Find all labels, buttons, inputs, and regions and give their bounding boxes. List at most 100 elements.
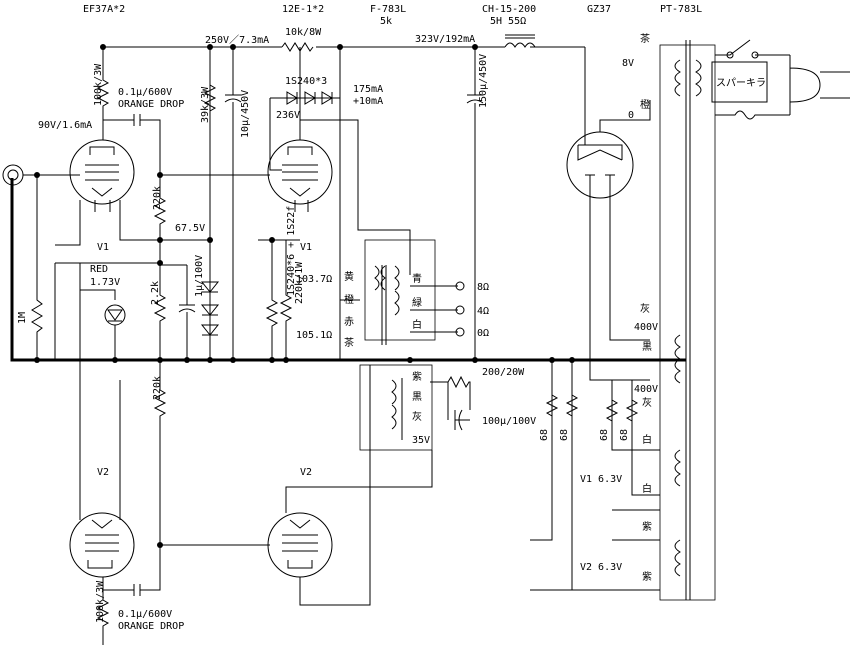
label-c150-450: 150μ/450V <box>478 54 489 108</box>
label-100k-3w-bot: 100k/3W <box>95 580 106 623</box>
label-out-8: 8Ω <box>477 282 489 293</box>
resistor-220k-1w <box>265 240 279 360</box>
label-1s240-3: 1S240*3 <box>285 76 327 87</box>
resistor-68-c <box>605 399 619 422</box>
junctions <box>34 44 575 548</box>
label-ot-grey: 灰 <box>412 410 422 423</box>
label-pt-white-b: 白 <box>642 482 652 495</box>
resistor-1m <box>31 175 43 360</box>
cap-150u-450 <box>466 47 484 360</box>
resistor-68-d <box>625 399 639 422</box>
label-switch: スパーキラ <box>716 77 766 89</box>
label-ot-white: 白 <box>412 318 422 331</box>
label-pt-400v-b: 400V <box>634 384 658 395</box>
label-ot-orange: 橙 <box>344 293 354 306</box>
label-c10-450: 10μ/450V <box>240 90 251 138</box>
power-transformer <box>659 40 716 601</box>
label-ot-purple: 紫 <box>412 371 422 383</box>
tube-v2-ef37a <box>69 512 135 578</box>
label-v2-left: V2 <box>97 467 109 478</box>
label-39k-3w: 39k/3W <box>200 86 211 123</box>
zener-string <box>200 240 220 360</box>
label-ot-green: 緑 <box>412 296 422 309</box>
resistor-220k-b <box>153 360 167 545</box>
label-ot-red: 赤 <box>344 316 354 328</box>
label-220k-a: 220k <box>152 186 163 210</box>
mains-section <box>711 39 850 120</box>
cap-100u-100 <box>447 382 470 431</box>
label-gz37: GZ37 <box>587 4 611 15</box>
label-68-d: 68 <box>619 429 630 441</box>
label-pt-v2-63: V2 6.3V <box>580 562 622 573</box>
cap-1u-100 <box>160 264 196 360</box>
label-out-4: 4Ω <box>477 306 489 317</box>
resistor-10k-8w <box>281 42 314 52</box>
label-pt-8v: 8V <box>622 58 634 69</box>
label-ot-blue: 青 <box>412 272 422 285</box>
label-2k2: 2.2k <box>150 281 161 305</box>
label-led-red: RED <box>90 264 108 275</box>
label-c100-100: 100μ/100V <box>482 416 536 427</box>
label-ef37a: EF37A*2 <box>83 4 125 15</box>
input-jack <box>2 164 80 186</box>
label-c01-top-b: ORANGE DROP <box>118 99 184 110</box>
resistor-2k2 <box>153 240 167 360</box>
label-c01-bot-b: ORANGE DROP <box>118 621 184 632</box>
label-pt-black: 黒 <box>642 341 652 353</box>
label-pt-model: PT-783L <box>660 4 702 15</box>
label-out-0: 0Ω <box>477 328 489 339</box>
label-220k-b: 220k <box>152 376 163 400</box>
ground-bus <box>10 178 686 362</box>
choke <box>504 34 536 48</box>
tube-v2-12e1 <box>267 512 333 578</box>
label-pt-grey2: 灰 <box>642 396 652 409</box>
label-zener: 1S240*6 + 1S22f <box>286 206 297 296</box>
label-12e1: 12E-1*2 <box>282 4 324 15</box>
label-v1-left: V1 <box>97 242 109 253</box>
cap-10u-450 <box>224 47 242 360</box>
resistor-39k <box>203 84 217 112</box>
label-220k-1w: 220k/1W <box>294 261 305 304</box>
label-pt-v1-63: V1 6.3V <box>580 474 622 485</box>
led-red <box>54 262 160 360</box>
resistor-100k-top <box>96 47 110 140</box>
tube-v1-ef37a <box>69 139 135 212</box>
diode-string <box>269 91 340 171</box>
label-323v: 323V/192mA <box>415 34 475 45</box>
label-pt-dai: 橙 <box>640 98 650 111</box>
label-200-20w: 200/20W <box>482 367 525 378</box>
label-250v: 250V／7.3mA <box>205 34 269 46</box>
label-pt-purple-b: 紫 <box>642 571 652 583</box>
resistor-100k-bot <box>96 577 110 645</box>
label-68-b: 68 <box>559 429 570 441</box>
tube-gz37 <box>566 131 634 200</box>
label-175ma: 175mA <box>353 84 383 95</box>
resistor-200-20w <box>430 375 471 410</box>
label-ot-yellow: 黄 <box>344 270 354 283</box>
label-v1-right: V1 <box>300 242 312 253</box>
label-236v: 236V <box>276 110 300 121</box>
label-pt-0: 0 <box>628 110 634 121</box>
label-1m: 1M <box>17 312 28 324</box>
label-c01-top-a: 0.1μ/600V <box>118 87 172 98</box>
label-ot-imp: 5k <box>380 16 392 27</box>
label-68-c: 68 <box>599 429 610 441</box>
label-10ma: +10mA <box>353 96 383 107</box>
label-100k-3w-top: 100k/3W <box>93 63 104 106</box>
label-1051: 105.1Ω <box>296 330 332 341</box>
label-68-a: 68 <box>539 429 550 441</box>
label-c1-100: 1μ/100V <box>194 255 205 297</box>
label-ot-brown: 茶 <box>344 336 354 349</box>
label-90v: 90V/1.6mA <box>38 120 92 131</box>
label-pt-grey: 灰 <box>640 302 650 315</box>
output-transformer-lower <box>359 364 433 451</box>
label-pt-purple-a: 紫 <box>642 521 652 533</box>
label-ot-black: 黒 <box>412 391 422 403</box>
resistor-68-a <box>545 394 559 417</box>
label-v2-right: V2 <box>300 467 312 478</box>
output-transformer <box>364 239 465 345</box>
label-choke-spec: 5H 55Ω <box>490 16 526 27</box>
resistor-220k-a <box>153 175 167 240</box>
label-ot-model: F-783L <box>370 4 406 15</box>
